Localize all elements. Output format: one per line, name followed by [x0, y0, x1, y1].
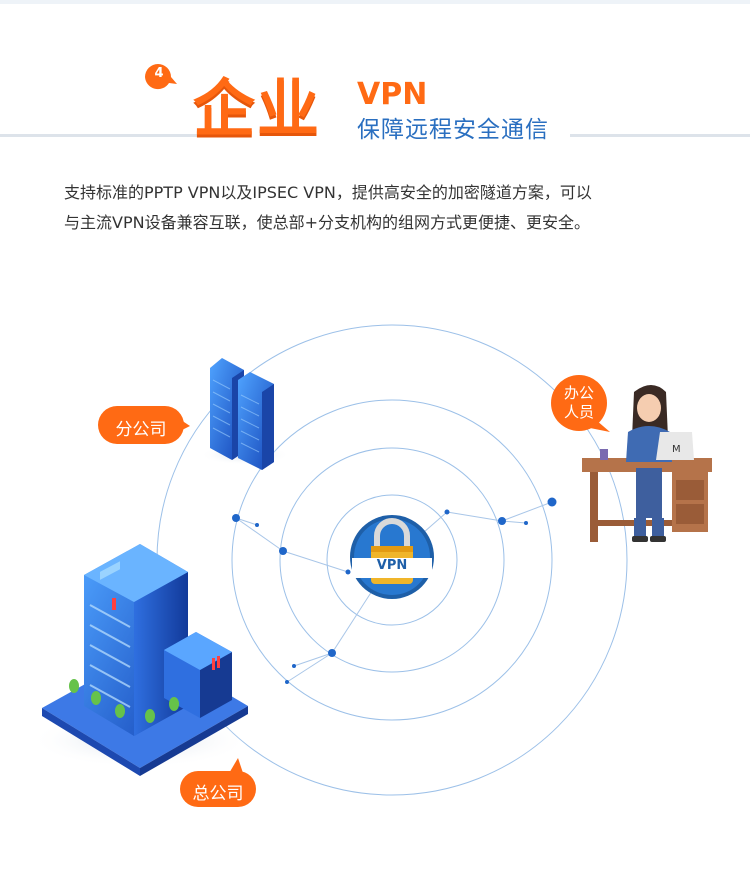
description-line-1: 支持标准的PPTP VPN以及IPSEC VPN，提供高安全的加密隧道方案，可以 — [64, 183, 592, 202]
office-worker-illustration: M — [582, 385, 712, 542]
top-border — [0, 0, 750, 4]
page-subtitle: 保障远程安全通信 — [357, 117, 549, 143]
office-staff-label: 办公 人员 — [551, 384, 607, 422]
office-staff-label-line-2: 人员 — [563, 403, 594, 421]
divider-right — [570, 134, 750, 137]
section-number: 4 — [154, 66, 164, 81]
number-badge — [145, 64, 177, 90]
hq-bubble — [180, 758, 256, 807]
headquarters-label: 总公司 — [192, 784, 244, 804]
branch-bubble — [98, 406, 190, 444]
office-staff-bubble — [551, 375, 610, 432]
page-title: 企业 — [193, 72, 322, 145]
title-vpn: VPN — [357, 77, 428, 112]
description: 支持标准的PPTP VPN以及IPSEC VPN，提供高安全的加密隧道方案，可以… — [64, 178, 704, 238]
office-staff-label-line-1: 办公 — [563, 384, 594, 402]
vpn-lock-icon — [350, 515, 434, 599]
headquarters-building — [30, 544, 250, 776]
svg-text:M: M — [672, 444, 681, 455]
divider-left — [0, 134, 200, 137]
vpn-center-label: VPN — [376, 558, 408, 573]
branch-office-building — [200, 358, 290, 470]
branch-office-label: 分公司 — [115, 420, 167, 440]
network-nodes — [232, 497, 557, 684]
description-line-2: 与主流VPN设备兼容互联，使总部+分支机构的组网方式更便捷、更安全。 — [64, 213, 590, 232]
